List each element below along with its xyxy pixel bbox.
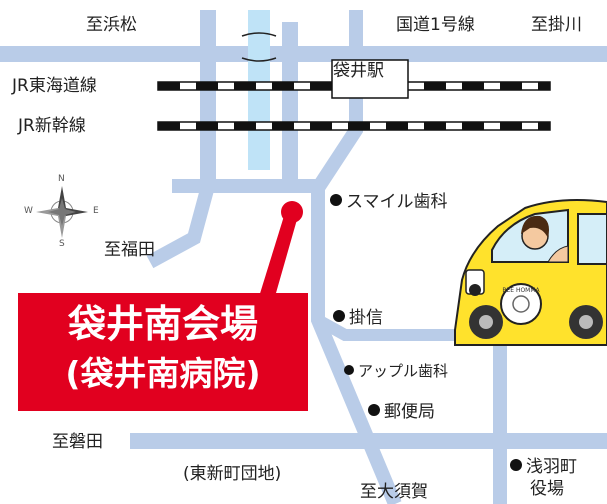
landmark-apple-dental-label: アップル歯科 xyxy=(358,362,449,380)
label-to-kakegawa: 至掛川 xyxy=(531,15,582,35)
landmark-smile-dental: スマイル歯科 xyxy=(330,194,448,211)
landmark-dot xyxy=(368,404,380,416)
bridge-marks xyxy=(241,32,277,62)
landmark-smile-dental-label: スマイル歯科 xyxy=(346,192,448,212)
landmark-kakeshin-label: 掛信 xyxy=(349,308,383,328)
railway-shinkansen xyxy=(157,121,551,131)
car-emblem-text: BEE HOMMA xyxy=(502,287,540,294)
label-route1: 国道1号線 xyxy=(396,15,475,35)
compass-n: N xyxy=(58,174,65,184)
venue-pin xyxy=(281,201,303,223)
label-jr-tokaido: JR東海道線 xyxy=(12,76,97,96)
station-box xyxy=(331,59,409,99)
label-to-omosuka: 至大須賀 xyxy=(360,482,428,502)
compass-w: W xyxy=(24,206,33,216)
landmark-post-office: 郵便局 xyxy=(368,404,435,421)
compass-icon xyxy=(36,186,88,238)
label-jr-shinkansen: JR新幹線 xyxy=(18,116,86,136)
landmark-dot xyxy=(330,194,342,206)
label-to-fukuroda: 至福田 xyxy=(104,240,155,260)
landmark-apple-dental: アップル歯科 xyxy=(344,364,448,379)
venue-box: 袋井南会場 (袋井南病院) xyxy=(18,293,308,411)
label-to-hamamatsu: 至浜松 xyxy=(86,15,137,35)
car-illustration: BEE HOMMA xyxy=(454,199,607,346)
landmark-dot xyxy=(510,459,522,471)
compass-s: S xyxy=(59,239,65,249)
label-to-iwata: 至磐田 xyxy=(52,432,103,452)
venue-subname: (袋井南病院) xyxy=(65,354,261,393)
landmark-asaba-office: 浅羽町 xyxy=(510,459,577,476)
road-southwest xyxy=(146,184,215,269)
venue-pointer xyxy=(258,216,298,300)
landmark-asaba-office-label-1: 浅羽町 xyxy=(526,457,577,477)
landmark-post-office-label: 郵便局 xyxy=(384,402,435,422)
compass-e: E xyxy=(93,206,99,216)
landmark-asaba-office-label-2: 役場 xyxy=(530,479,564,499)
landmark-dot xyxy=(344,365,354,375)
label-station: 袋井駅 xyxy=(333,61,384,81)
venue-name: 袋井南会場 xyxy=(67,302,258,346)
landmark-dot xyxy=(333,310,345,322)
label-higashi-shinmachi: (東新町団地) xyxy=(183,464,282,484)
landmark-kakeshin: 掛信 xyxy=(333,310,383,327)
